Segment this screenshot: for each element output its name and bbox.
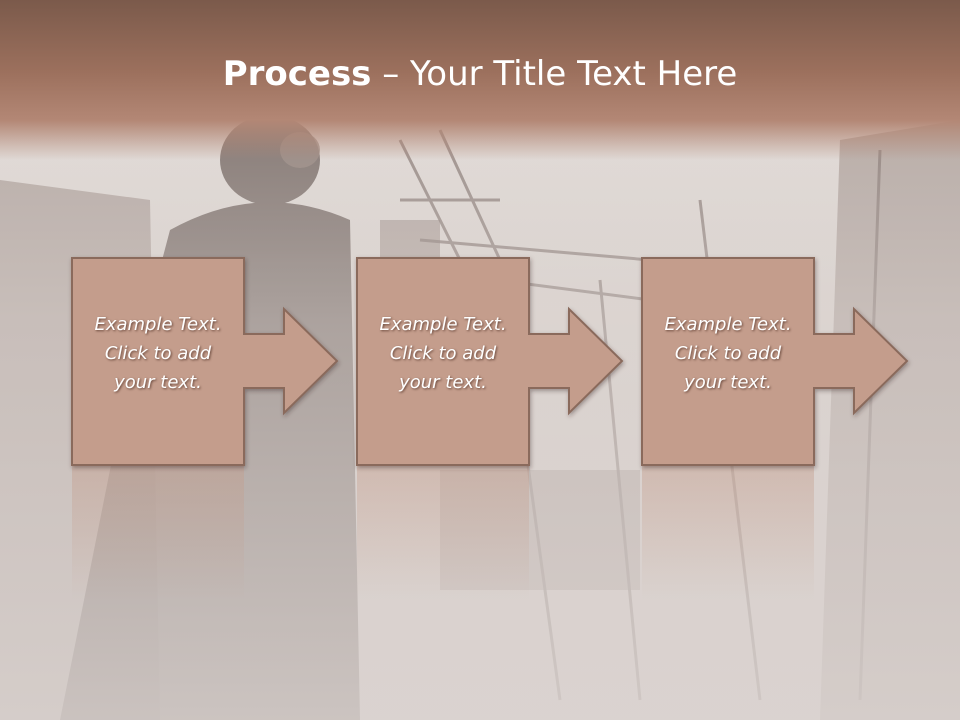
title-rest-part: – Your Title Text Here — [371, 54, 738, 94]
step-1-line-3: your text. — [114, 372, 202, 393]
step-2-text[interactable]: Example Text. Click to add your text. — [357, 310, 529, 397]
step-3-text[interactable]: Example Text. Click to add your text. — [642, 310, 814, 397]
step-2-line-2: Click to add — [389, 343, 497, 364]
step-3-line-2: Click to add — [674, 343, 782, 364]
step-1-line-2: Click to add — [104, 343, 212, 364]
step-1-text[interactable]: Example Text. Click to add your text. — [72, 310, 244, 397]
step-2-line-3: your text. — [399, 372, 487, 393]
step-3-line-3: your text. — [684, 372, 772, 393]
slide-title[interactable]: Process – Your Title Text Here — [0, 52, 960, 96]
step-2-shape[interactable] — [356, 257, 624, 466]
step-1-reflection — [72, 466, 244, 600]
step-2-reflection — [357, 466, 529, 600]
title-band — [0, 0, 960, 160]
step-1-shape[interactable] — [71, 257, 339, 466]
step-2-line-1: Example Text. — [379, 314, 507, 335]
step-3-line-1: Example Text. — [664, 314, 792, 335]
step-1-line-1: Example Text. — [94, 314, 222, 335]
title-bold-part: Process — [222, 54, 372, 94]
step-3-reflection — [642, 466, 814, 600]
step-3-shape[interactable] — [641, 257, 909, 466]
